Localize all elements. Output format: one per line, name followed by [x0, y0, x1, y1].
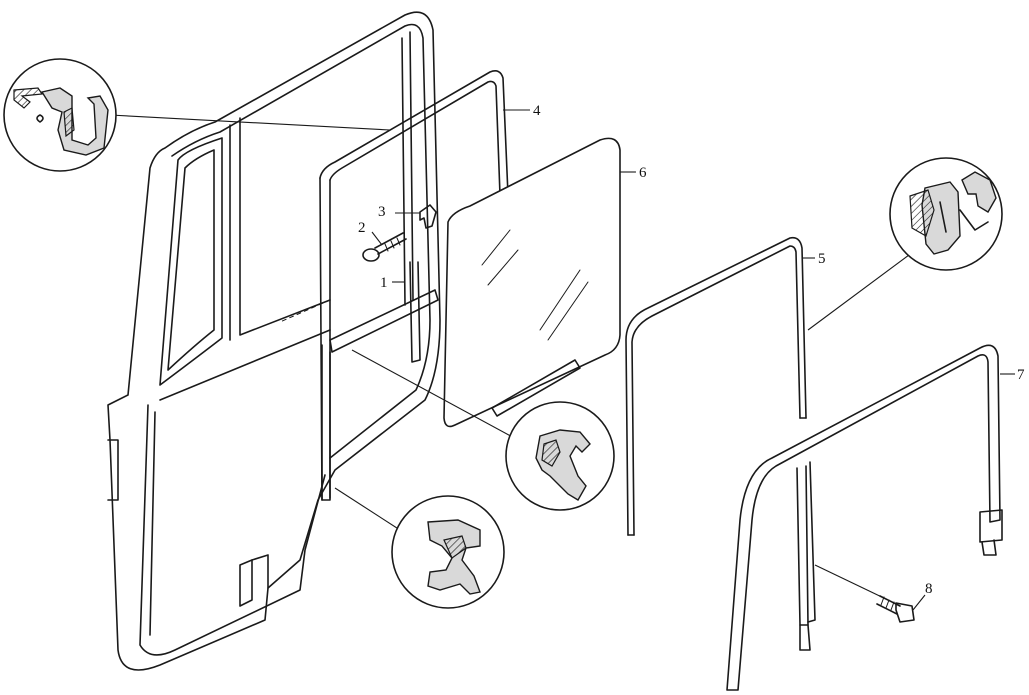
seal-section-view-a: [3, 58, 117, 172]
door-panel: [107, 11, 441, 671]
callout-labels: 1 2 3 4 5 6 7 8: [358, 103, 1025, 597]
leader-lines: [109, 109, 1015, 611]
callout-5: 5: [818, 251, 826, 267]
callout-3: 3: [378, 204, 386, 220]
bolt-part: [876, 595, 915, 623]
seal-section-view-c: [505, 401, 615, 511]
callout-6: 6: [639, 165, 647, 181]
seal-section-view-b: [889, 157, 1003, 271]
callout-2: 2: [358, 220, 366, 236]
bracket-part: [419, 204, 437, 229]
seal-section-view-d: [391, 495, 505, 609]
screw-part: [362, 232, 407, 262]
door-glass: [443, 137, 621, 428]
callout-4: 4: [533, 103, 541, 119]
callout-7: 7: [1017, 367, 1025, 383]
division-channel: [321, 261, 439, 501]
callout-8: 8: [925, 581, 933, 597]
glass-run-seal: [625, 236, 807, 536]
outer-door-seal: [726, 344, 1003, 691]
callout-1: 1: [380, 275, 388, 291]
